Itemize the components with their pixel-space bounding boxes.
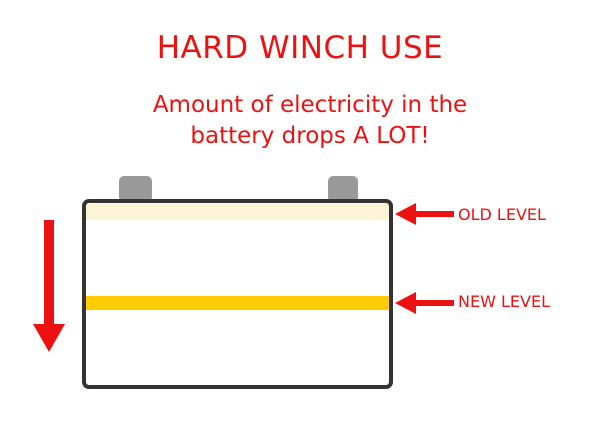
battery-terminal-left	[119, 176, 152, 202]
new-level-band	[86, 296, 389, 310]
old-level-label: OLD LEVEL	[458, 205, 546, 224]
new-level-arrow-icon	[395, 292, 454, 314]
diagram-title: HARD WINCH USE	[156, 30, 444, 66]
battery-icon	[82, 199, 393, 389]
new-level-label: NEW LEVEL	[458, 292, 550, 311]
battery-terminal-right	[328, 176, 358, 202]
subtitle-line-1: Amount of electricity in the	[152, 92, 468, 118]
old-level-band	[86, 204, 389, 220]
diagram-subtitle: Amount of electricity in the battery dro…	[0, 90, 600, 152]
old-level-arrow-icon	[395, 203, 454, 225]
subtitle-line-2: battery drops A LOT!	[190, 123, 430, 149]
down-arrow-icon	[33, 220, 65, 352]
